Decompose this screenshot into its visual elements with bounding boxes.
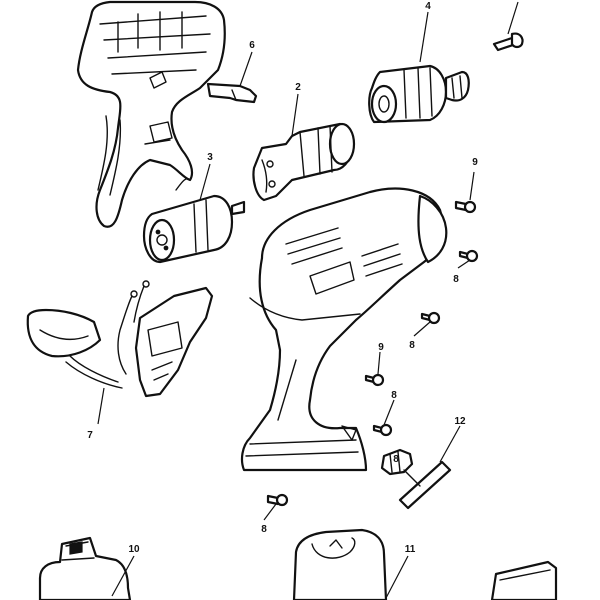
label-8b: 8: [409, 340, 415, 351]
label-6: 6: [249, 40, 255, 51]
screw-9b-part: [364, 373, 385, 387]
label-8d: 8: [393, 454, 399, 465]
leader-lines: [97, 1, 519, 599]
label-4: 4: [425, 1, 431, 12]
label-11: 11: [405, 544, 416, 555]
switch-wiring-part: [26, 280, 214, 398]
battery-pack-part: [490, 560, 558, 600]
label-10: 10: [128, 544, 140, 555]
label-8c: 8: [391, 390, 397, 401]
screw-8b-part: [420, 311, 441, 325]
label-9a: 9: [472, 157, 478, 168]
screw-8d-part: [266, 493, 289, 507]
screw-8c-part: [372, 423, 393, 437]
drill-body-part: [240, 187, 448, 472]
chuck-part: [368, 64, 470, 124]
charger-part: [292, 528, 388, 600]
screw-8a-part: [458, 249, 479, 263]
chuck-key-part: [380, 448, 452, 510]
battery-part: [38, 536, 132, 600]
housing-half-part: [76, 0, 226, 228]
label-9b: 9: [378, 342, 384, 353]
screw-9a-part: [454, 200, 477, 214]
switch-clip-part: [206, 82, 258, 104]
gearbox-part: [252, 122, 356, 202]
label-7: 7: [87, 430, 93, 441]
label-12: 12: [454, 416, 466, 427]
label-3: 3: [207, 152, 213, 163]
chuck-screw-part: [492, 32, 524, 52]
motor-part: [142, 194, 246, 264]
label-2: 2: [295, 82, 301, 93]
callout-labels: 4 6 2 3 9 8 8 9 8 8 12 7 8 10 11: [87, 1, 478, 555]
label-8a: 8: [453, 274, 459, 285]
label-8e: 8: [261, 524, 267, 535]
